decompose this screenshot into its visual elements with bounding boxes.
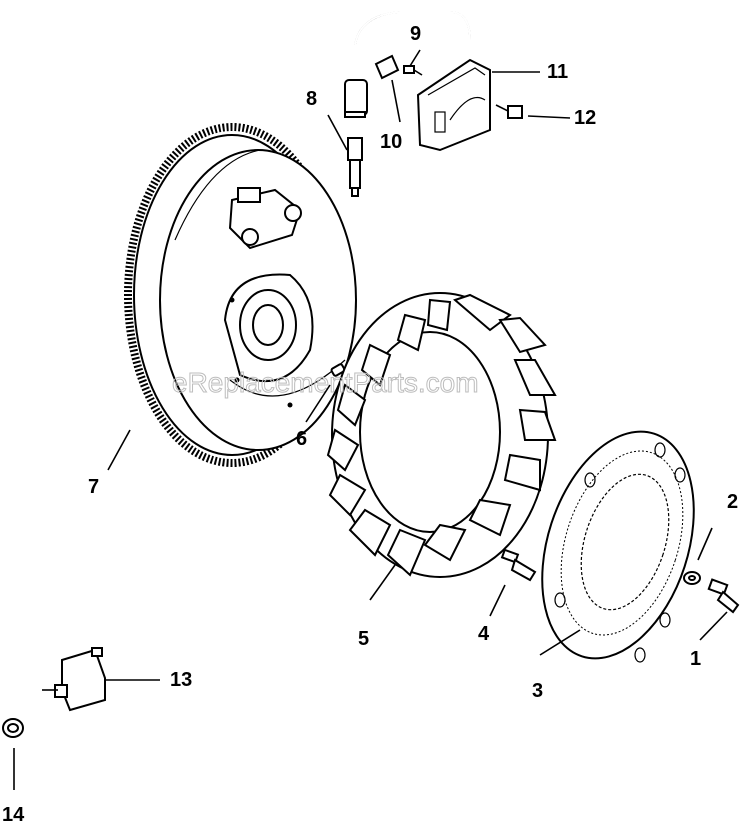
callout-3: 3 xyxy=(532,680,543,702)
callout-2: 2 xyxy=(727,491,738,513)
flywheel xyxy=(124,123,357,467)
callout-14: 14 xyxy=(2,804,25,826)
hex-nut xyxy=(2,718,24,738)
callout-7: 7 xyxy=(88,476,99,498)
callout-13: 13 xyxy=(170,669,192,691)
callout-6: 6 xyxy=(296,428,307,450)
lead-clip xyxy=(374,54,400,80)
module-bolt xyxy=(495,104,523,119)
callout-10: 10 xyxy=(380,131,402,153)
callout-8: 8 xyxy=(306,88,317,110)
callout-12: 12 xyxy=(574,107,596,129)
small-screw xyxy=(403,65,423,76)
callout-11: 11 xyxy=(547,61,568,83)
callout-5: 5 xyxy=(358,628,369,650)
callout-9: 9 xyxy=(410,23,421,45)
ignition-module xyxy=(344,11,491,152)
cooling-fan xyxy=(326,292,557,578)
fan-bolt xyxy=(500,548,537,582)
rotating-screen xyxy=(541,430,695,663)
spark-plug xyxy=(347,137,363,197)
flywheel-key xyxy=(330,363,346,377)
toggle-switch xyxy=(42,647,106,712)
callout-1: 1 xyxy=(690,648,701,670)
screen-screw xyxy=(707,578,740,614)
callout-4: 4 xyxy=(478,623,490,645)
leader-lines xyxy=(13,49,728,790)
washer xyxy=(683,571,701,585)
